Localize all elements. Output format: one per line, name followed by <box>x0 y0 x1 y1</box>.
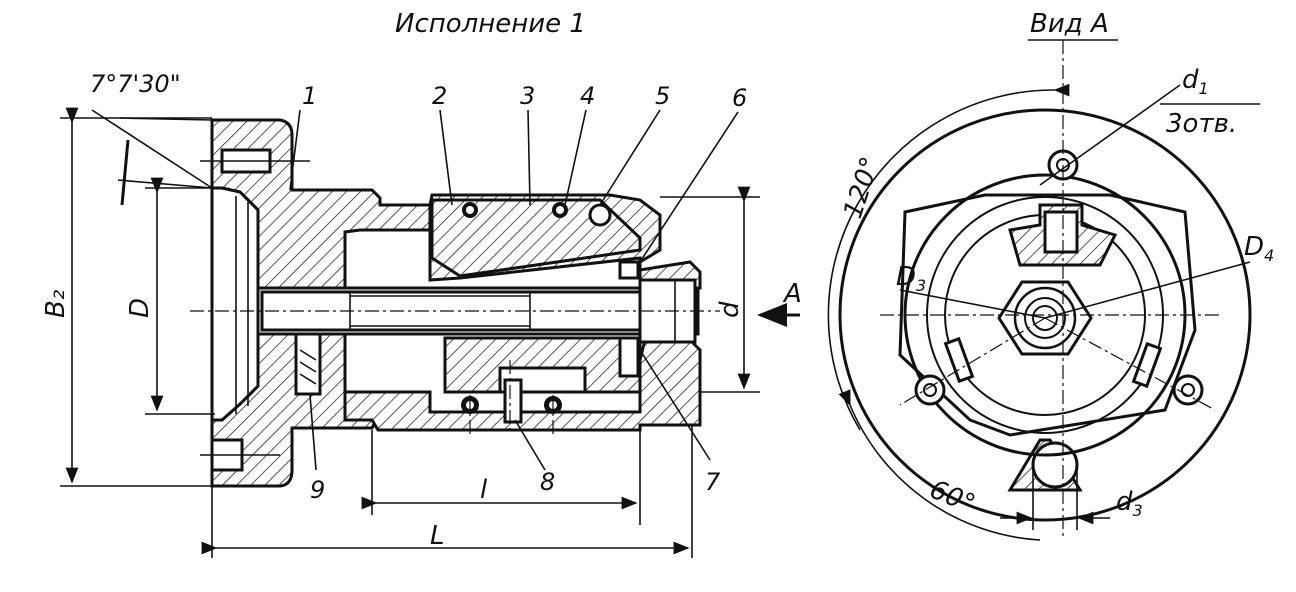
part-2: 2 <box>432 82 447 110</box>
seal-5 <box>588 203 612 227</box>
part-5: 5 <box>655 82 670 110</box>
section-view <box>60 107 800 558</box>
part-6: 6 <box>732 84 747 112</box>
wedge-ring <box>430 198 642 278</box>
part-8: 8 <box>540 468 555 496</box>
inner-ring-lower <box>443 336 642 394</box>
part-7: 7 <box>705 468 721 496</box>
pin-9 <box>294 332 322 396</box>
dim-D: D <box>125 298 155 318</box>
dim-D4: D4 <box>1244 232 1274 265</box>
flange-face <box>210 186 260 422</box>
part-9: 9 <box>310 476 325 504</box>
dim-B2: B₂ <box>41 290 71 318</box>
dim-L: L <box>430 521 445 551</box>
dim-l: l <box>480 475 488 505</box>
part-1: 1 <box>302 82 317 110</box>
dim-d1: d1 <box>1182 65 1209 98</box>
angle-label: 7°7'30" <box>90 70 181 98</box>
dim-d3: d3 <box>1116 487 1143 520</box>
dim-D3: D3 <box>896 262 926 295</box>
dim-d: d <box>715 301 745 318</box>
part-3: 3 <box>520 82 535 110</box>
title-left: Исполнение 1 <box>395 9 586 39</box>
part-4: 4 <box>580 82 595 110</box>
view-arrow-A: A <box>782 279 802 309</box>
title-right: Вид А <box>1030 9 1109 39</box>
view-a <box>827 39 1260 541</box>
holes-note: 3отв. <box>1166 109 1237 139</box>
pin-8 <box>503 378 523 424</box>
